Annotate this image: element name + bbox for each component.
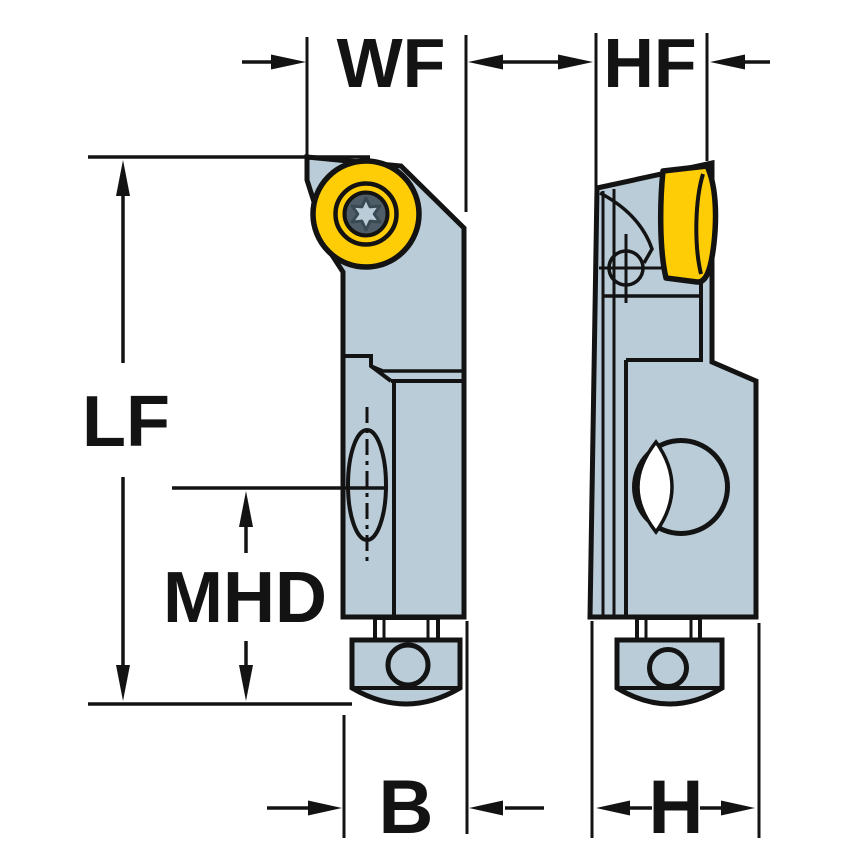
- dim-label-hf: HF: [603, 24, 696, 102]
- hf-arrowhead-left: [558, 54, 593, 70]
- b-arrowhead-left: [308, 800, 342, 816]
- dimension-wf: [242, 35, 560, 212]
- side-screw-crosshair: [599, 234, 669, 303]
- side-insert-edge-arc: [694, 173, 705, 275]
- front-clamp: [349, 616, 463, 707]
- wf-arrowhead-left: [271, 54, 306, 70]
- side-pocket-curve: [599, 191, 654, 264]
- dim-label-mhd: MHD: [163, 558, 327, 638]
- side-through-hole-highlight: [636, 439, 674, 535]
- front-seat-ledge-upper: [370, 364, 464, 373]
- dimension-lines: [88, 33, 770, 838]
- dimension-labels: WF HF LF MHD B H: [82, 24, 703, 850]
- front-view: [172, 154, 467, 707]
- wf-arrowhead-right: [468, 54, 503, 70]
- dimension-mhd: [239, 491, 253, 701]
- side-view: [587, 159, 759, 707]
- dimension-hf: [558, 33, 770, 186]
- side-insert: [657, 163, 719, 285]
- dimension-b: [267, 621, 544, 838]
- side-insert-body: [657, 163, 719, 285]
- b-arrowhead-right: [469, 800, 503, 816]
- side-face-edges: [601, 189, 616, 617]
- side-clamp: [614, 616, 725, 707]
- lf-arrowhead-up: [116, 160, 130, 196]
- front-seat-step: [343, 354, 393, 383]
- dim-label-lf: LF: [82, 382, 170, 462]
- dim-label-h: H: [649, 765, 704, 850]
- mhd-arrowhead-down: [239, 665, 253, 701]
- h-arrowhead-left: [596, 800, 630, 816]
- h-arrowhead-right: [721, 800, 755, 816]
- insert-ring: [333, 181, 399, 247]
- round-insert: [310, 158, 422, 270]
- hf-arrowhead-right: [710, 54, 745, 70]
- side-clamp-screw-hole: [647, 647, 689, 689]
- dim-label-wf: WF: [337, 24, 446, 102]
- torx-star-icon: [350, 196, 382, 232]
- dimension-h: [590, 621, 761, 838]
- dim-label-b: B: [379, 765, 434, 850]
- side-through-hole: [632, 438, 730, 536]
- front-clamp-screw-hole: [385, 642, 431, 688]
- lf-arrowhead-down: [116, 665, 130, 701]
- mhd-arrowhead-up: [239, 491, 253, 527]
- side-screw-crosshair-lines: [599, 234, 669, 303]
